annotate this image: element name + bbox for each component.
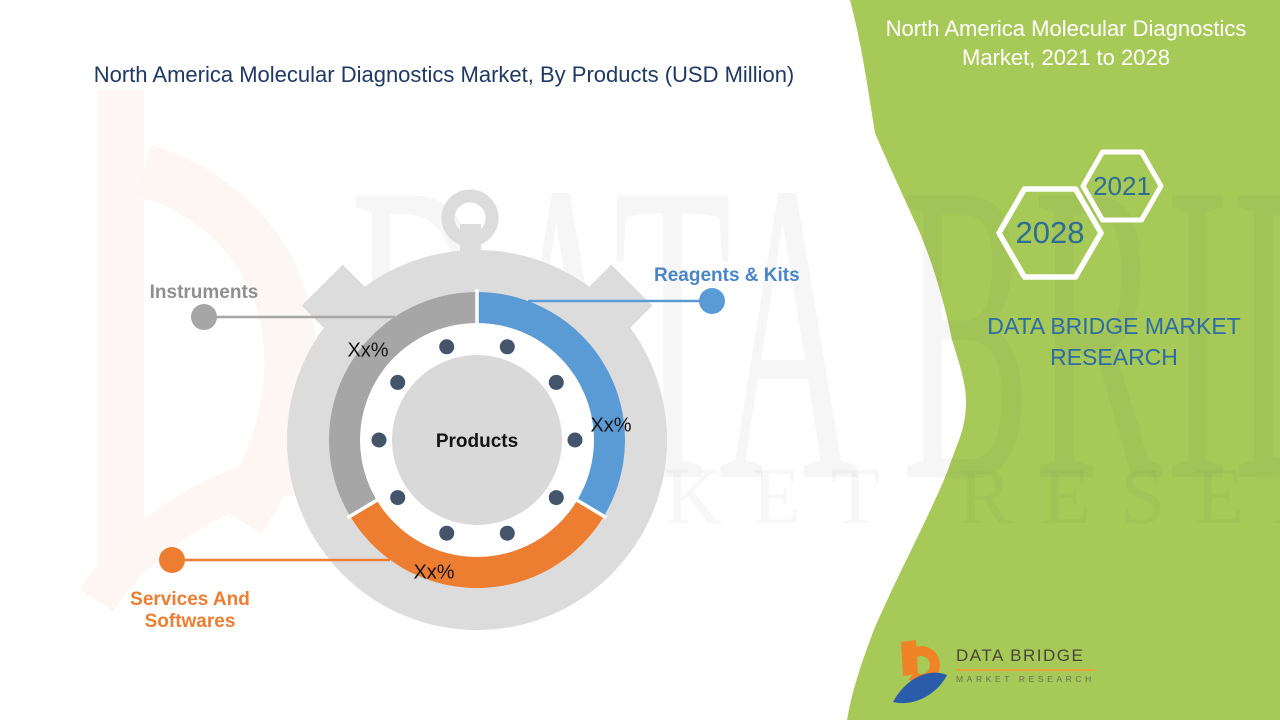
segment-reagents-kits [477, 292, 626, 517]
tick-dot-icon [499, 339, 515, 355]
value-services-softwares: Xx% [413, 561, 455, 584]
tick-dots [371, 339, 583, 541]
tick-dot-icon [390, 490, 406, 506]
donut-segments [329, 289, 626, 589]
side-panel-brand-name: DATA BRIDGE MARKET RESEARCH [987, 313, 1241, 370]
dbmr-logo-icon [893, 640, 947, 704]
instruments-bullet-icon [191, 304, 217, 330]
callouts [159, 288, 725, 573]
logo-company-name: DATA BRIDGE [956, 646, 1095, 671]
segment-gap [573, 497, 608, 520]
side-panel-title: North America Molecular Diagnostics Mark… [885, 16, 1247, 70]
segment-services-and-softwares [350, 500, 604, 589]
tick-dot-icon [439, 525, 455, 541]
services-bullet-icon [159, 547, 185, 573]
label-instruments: Instruments [149, 282, 259, 303]
segment-gap [346, 497, 381, 520]
chart-title: North America Molecular Diagnostics Mark… [93, 62, 795, 87]
tick-dot-icon [567, 432, 583, 448]
tick-dot-icon [390, 374, 406, 390]
segment-instruments [329, 292, 477, 517]
tick-dot-icon [371, 432, 387, 448]
label-services-softwares: Services And Softwares [130, 589, 250, 632]
tick-dot-icon [439, 339, 455, 355]
hexagon-2021-icon [1080, 149, 1164, 223]
value-instruments: Xx% [347, 339, 389, 362]
forecast-start-year: 2021 [1093, 171, 1151, 201]
tick-dot-icon [499, 525, 515, 541]
forecast-end-year: 2028 [1015, 215, 1085, 250]
reagents-bullet-icon [699, 288, 725, 314]
tick-dot-icon [548, 374, 564, 390]
stopwatch-crown [441, 189, 499, 258]
tick-dot-icon [548, 490, 564, 506]
center-label: Products [436, 431, 518, 452]
dbmr-footer-logo: DATA BRIDGE MARKET RESEARCH [893, 638, 1095, 708]
value-reagents-kits: Xx% [590, 414, 632, 437]
hexagon-2028-icon [996, 186, 1104, 280]
center-circle [392, 355, 562, 525]
label-reagents-kits: Reagents & Kits [654, 265, 800, 286]
logo-tagline: MARKET RESEARCH [956, 674, 1095, 684]
